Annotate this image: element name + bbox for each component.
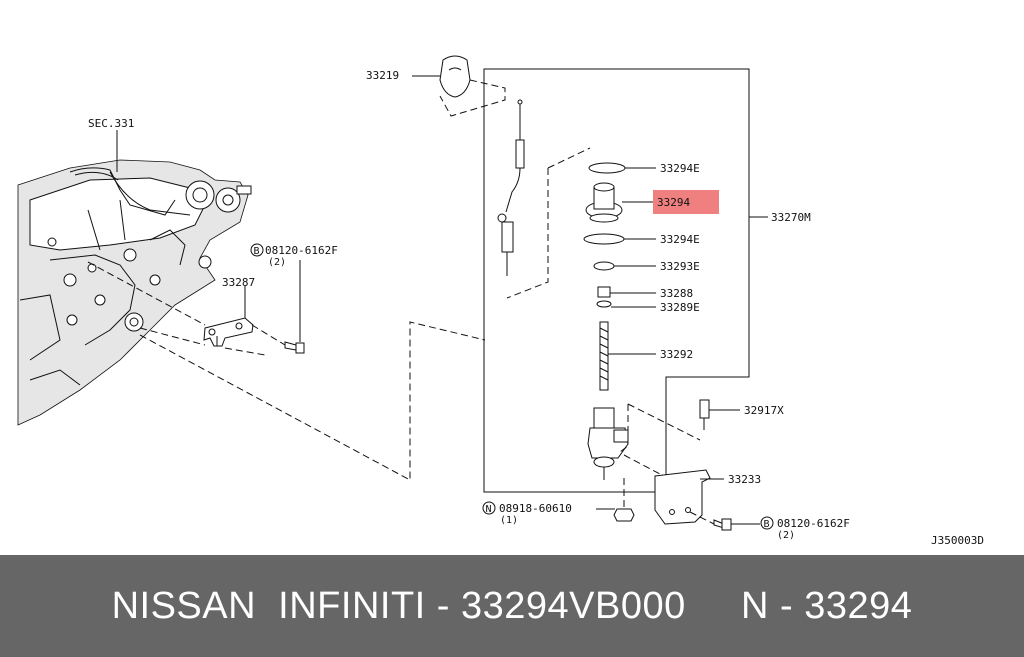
- label-nut-qty: (1): [500, 515, 518, 526]
- clip-33289e-drawing: [596, 300, 612, 308]
- lock-ring-top-drawing: [588, 162, 626, 174]
- label-bolt-code-right: 08120-6162F: [777, 517, 850, 530]
- label-33287: 33287: [222, 276, 255, 289]
- part-33288-drawing: [597, 286, 611, 298]
- highlight-box: [653, 190, 719, 214]
- bracket-plate-drawing: [203, 317, 254, 347]
- label-bolt-qty-right: (2): [777, 530, 795, 541]
- bracket-33233-drawing: [654, 469, 711, 525]
- label-33289e: 33289E: [660, 301, 700, 314]
- assembly-outline: [483, 68, 750, 493]
- label-bolt-qty-left: (2): [268, 257, 286, 268]
- label-33270m: 33270M: [771, 211, 811, 224]
- part-number-banner: NISSAN INFINITI - 33294VB000 N - 33294: [0, 555, 1024, 657]
- shift-knob-drawing: [439, 55, 471, 98]
- label-bolt-code-left: 08120-6162F: [265, 244, 338, 257]
- part-number-text: NISSAN INFINITI - 33294VB000 N - 33294: [111, 584, 913, 627]
- exploded-parts-diagram: SEC.331 33287 B 08120-6162F (2): [17, 55, 984, 547]
- lower-housing-drawing: [587, 407, 629, 480]
- diagram-code: J350003D: [931, 534, 984, 547]
- clip-33293e-drawing: [593, 261, 615, 271]
- nut-marker-n: [482, 501, 496, 515]
- bolt-marker-b-left: [250, 243, 264, 257]
- bolt-marker-b-right: [760, 516, 774, 530]
- label-33288: 33288: [660, 287, 693, 300]
- nut-drawing: [613, 508, 635, 522]
- label-sec-331: SEC.331: [88, 117, 134, 130]
- label-33294e-top: 33294E: [660, 162, 700, 175]
- transmission-housing-drawing: [17, 159, 252, 426]
- label-33292: 33292: [660, 348, 693, 361]
- label-33293e: 33293E: [660, 260, 700, 273]
- bolt-marker-b-right-letter: B: [764, 519, 770, 530]
- label-33219: 33219: [366, 69, 399, 82]
- bolt-marker-b-left-letter: B: [254, 246, 260, 257]
- left-bolt-drawing: [284, 341, 305, 354]
- label-33233: 33233: [728, 473, 761, 486]
- bushing-drawing: [585, 182, 623, 223]
- label-nut-code: 08918-60610: [499, 502, 572, 515]
- spring-drawing: [599, 321, 609, 391]
- lock-ring-bottom-drawing: [583, 233, 625, 245]
- nut-marker-n-letter: N: [486, 504, 492, 515]
- right-bolt-drawing: [713, 518, 732, 531]
- label-33294-highlighted: 33294: [657, 196, 690, 209]
- label-33294e-bottom: 33294E: [660, 233, 700, 246]
- shift-lever-rod-drawing: [497, 99, 525, 276]
- label-32917x: 32917X: [744, 404, 784, 417]
- pin-32917x-drawing: [699, 399, 710, 430]
